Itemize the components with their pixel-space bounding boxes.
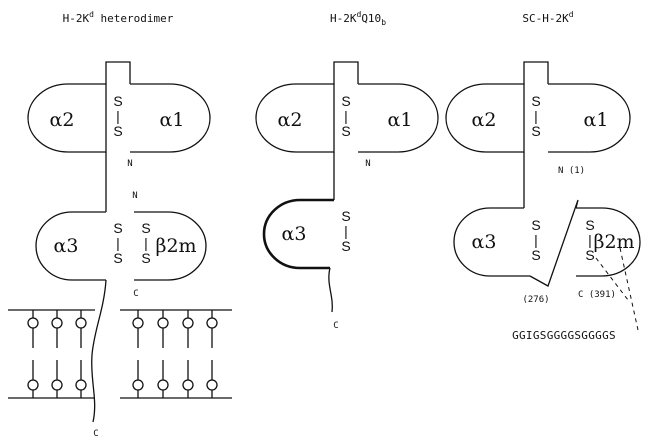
disulfide-alpha3-top: S [113, 220, 122, 236]
disulfide-alpha3-top: S [341, 208, 350, 224]
label-beta2m: β2m [593, 231, 634, 253]
alpha2-domain-outline [27, 83, 107, 153]
n-terminus-alpha1: N [127, 159, 132, 169]
panel-title-heterodimer: H-2Kd heterodimer [63, 10, 174, 25]
label-alpha2: α2 [50, 109, 75, 131]
panel-heterodimer: H-2Kd heterodimer α2 α1 α3 β2m S | S S |… [8, 10, 232, 436]
b2m-domain-outline [576, 207, 641, 277]
bond-b2m: | [144, 235, 148, 251]
lipid-bottom-2 [51, 360, 63, 398]
c-terminus-b2m: C [133, 289, 138, 299]
alpha1-domain-outline [548, 83, 631, 153]
alpha-bridge [333, 61, 359, 84]
lipid-top-2 [51, 310, 63, 348]
lipid-top-3 [75, 310, 87, 348]
disulfide-alpha2-bottom: S [113, 123, 122, 139]
c-terminus-tail: C [93, 429, 98, 436]
lipid-bilayer [8, 309, 232, 399]
panel-single-chain: SC-H-2Kd α2 α1 α3 β2m S | S S | S S | S … [445, 10, 641, 342]
alpha3-domain-outline [35, 211, 106, 281]
linker-sequence: GGIGSGGGGSGGGGS [512, 329, 616, 342]
disulfide-alpha3-bottom: S [531, 247, 540, 263]
b2m-domain-outline [134, 211, 207, 281]
lipid-bottom-6 [182, 360, 194, 398]
alpha3-domain-outline [453, 207, 530, 277]
disulfide-alpha2-bottom: S [341, 123, 350, 139]
c-terminal-tail [328, 267, 333, 313]
panel-title-single-chain: SC-H-2Kd [522, 10, 573, 25]
lipid-bottom-7 [206, 360, 218, 398]
disulfide-b2m-top: S [141, 220, 150, 236]
alpha-bridge [523, 61, 549, 84]
bond-b2m: | [588, 232, 592, 248]
n-terminus-alpha1: N [365, 159, 370, 169]
panel-title-q10b: H-2KdQ10b [330, 10, 386, 27]
disulfide-b2m-bottom: S [141, 250, 150, 266]
alpha2-domain-outline [255, 83, 335, 153]
alpha2-domain-outline [445, 83, 525, 153]
disulfide-alpha2-top: S [341, 93, 350, 109]
lipid-top-4 [132, 310, 144, 348]
alpha1-domain-outline [130, 83, 211, 153]
lipid-top-5 [157, 310, 169, 348]
disulfide-alpha2-bottom: S [531, 123, 540, 139]
lipid-bottom-3 [75, 360, 87, 398]
linker-callout-left [595, 257, 629, 301]
label-alpha2: α2 [472, 109, 497, 131]
bond-alpha3: | [534, 232, 538, 248]
label-alpha1: α1 [584, 109, 609, 131]
bond-alpha2: | [534, 108, 538, 124]
c-terminus: C [333, 321, 338, 331]
alpha-bridge [105, 61, 131, 84]
bond-alpha3: | [344, 223, 348, 239]
lipid-top-7 [206, 310, 218, 348]
lipid-bottom-5 [157, 360, 169, 398]
label-alpha3: α3 [282, 223, 307, 245]
disulfide-b2m-bottom: S [585, 247, 594, 263]
n-terminus-residue-1: N (1) [558, 166, 585, 176]
label-alpha2: α2 [278, 109, 303, 131]
panel-q10b: H-2KdQ10b α2 α1 α3 S | S S | S N C [255, 10, 439, 331]
disulfide-alpha3-top: S [531, 217, 540, 233]
alpha3-domain-outline-q10 [262, 198, 334, 270]
disulfide-b2m-top: S [585, 217, 594, 233]
alpha1-domain-outline [358, 83, 439, 153]
transmembrane-tail [91, 279, 107, 423]
disulfide-alpha2-top: S [113, 93, 122, 109]
n-terminus-b2m: N [132, 191, 137, 201]
residue-276-label: (276) [522, 295, 549, 305]
disulfide-alpha2-top: S [531, 93, 540, 109]
lipid-top-1 [27, 310, 39, 348]
label-alpha1: α1 [388, 109, 413, 131]
peptide-linker [529, 199, 579, 287]
label-alpha1: α1 [160, 109, 185, 131]
lipid-top-6 [182, 310, 194, 348]
label-alpha3: α3 [472, 231, 497, 253]
bond-alpha2: | [344, 108, 348, 124]
lipid-bottom-1 [27, 360, 39, 398]
c-terminus-residue-391: C (391) [578, 290, 616, 300]
disulfide-alpha3-bottom: S [113, 250, 122, 266]
label-beta2m: β2m [155, 235, 196, 257]
disulfide-alpha3-bottom: S [341, 238, 350, 254]
lipid-bottom-4 [132, 360, 144, 398]
bond-alpha2: | [116, 108, 120, 124]
linker-callout-right [619, 247, 639, 331]
bond-alpha3: | [116, 235, 120, 251]
label-alpha3: α3 [54, 235, 79, 257]
